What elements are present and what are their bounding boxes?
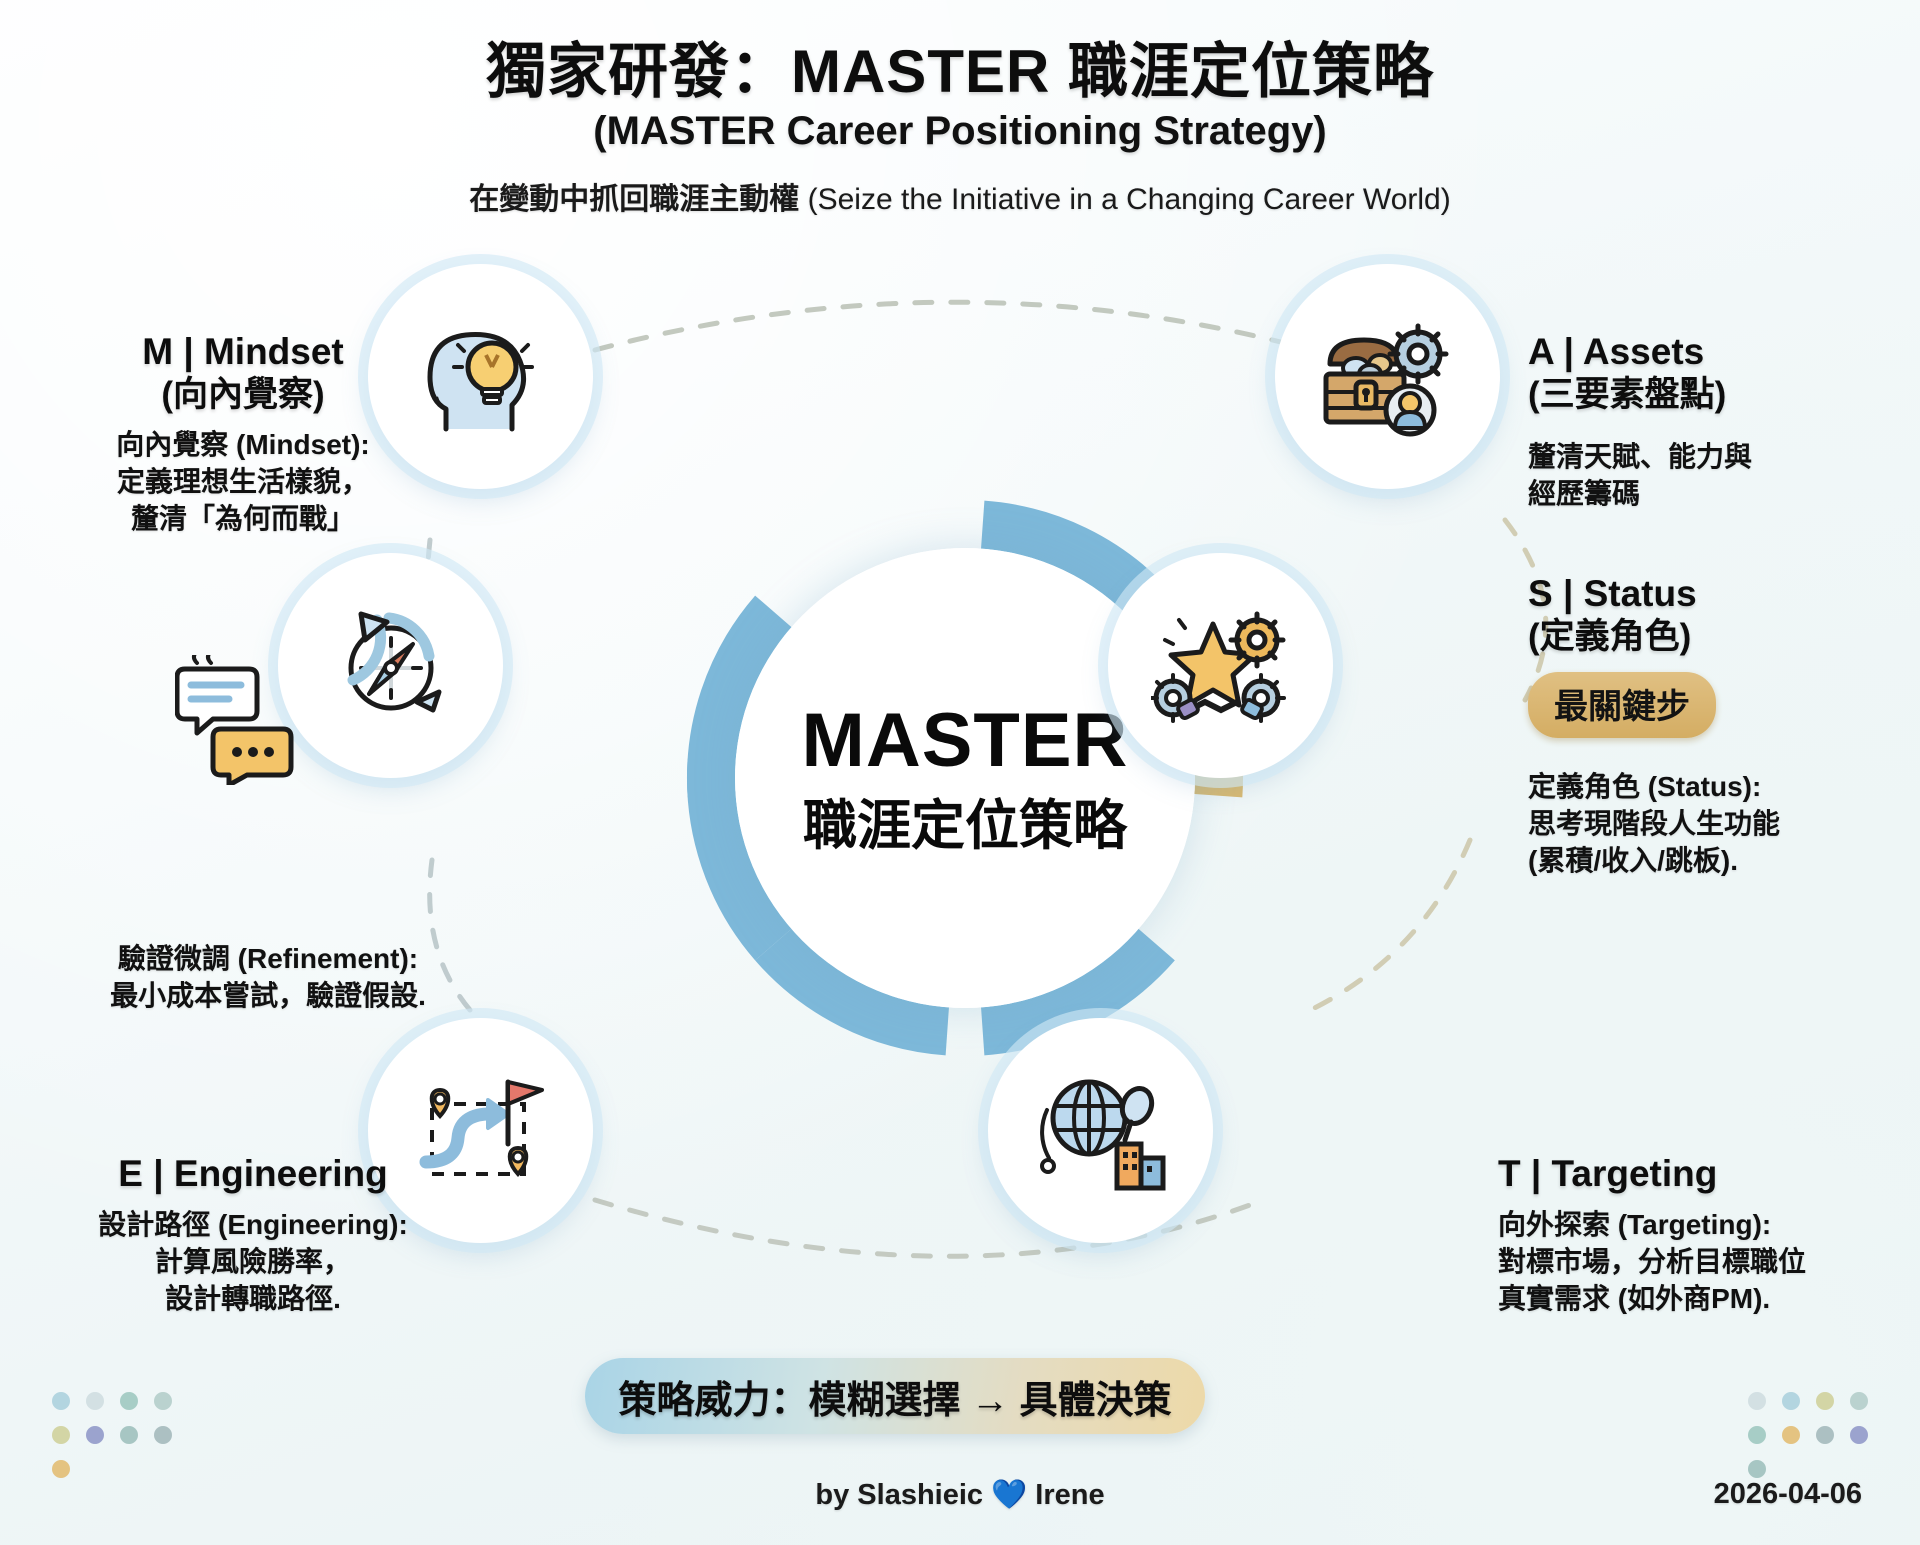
decor-dot	[1850, 1392, 1868, 1410]
decor-dot	[1748, 1426, 1766, 1444]
decor-dot	[120, 1392, 138, 1410]
text-targeting: T | Targeting 向外探索 (Targeting): 對標市場，分析目…	[1498, 1152, 1918, 1317]
targeting-heading: T | Targeting	[1498, 1153, 1718, 1194]
decor-dot	[120, 1426, 138, 1444]
decor-dot	[86, 1426, 104, 1444]
engineering-body: 設計路徑 (Engineering): 計算風險勝率， 設計轉職路徑.	[98, 1208, 408, 1315]
decor-dot	[1748, 1460, 1766, 1478]
assets-heading: A | Assets	[1528, 331, 1705, 372]
heart-icon: 💙	[991, 1479, 1028, 1511]
decor-dots-left	[52, 1392, 172, 1478]
text-mindset: M | Mindset (向內覺察) 向內覺察 (Mindset): 定義理想生…	[48, 330, 438, 537]
status-badge: 最關鍵步	[1528, 671, 1716, 738]
text-status: S | Status (定義角色) 最關鍵步 定義角色 (Status): 思考…	[1528, 572, 1920, 879]
node-refinement[interactable]	[278, 553, 503, 778]
node-engineering[interactable]	[368, 1018, 593, 1243]
text-engineering: E | Engineering 設計路徑 (Engineering): 計算風險…	[18, 1152, 488, 1317]
strategy-banner: 策略威力：模糊選擇 → 具體決策	[585, 1358, 1205, 1434]
assets-body: 釐清天賦、能力與 經歷籌碼	[1528, 440, 1753, 509]
engineering-heading: E | Engineering	[118, 1153, 388, 1194]
text-refinement: 驗證微調 (Refinement): 最小成本嘗試，驗證假設.	[28, 940, 508, 1014]
decor-dots-right	[1748, 1392, 1868, 1478]
star-gears-handshake-icon	[1150, 611, 1286, 723]
compass-refresh-icon	[347, 611, 441, 713]
decor-dot	[154, 1392, 172, 1410]
targeting-body: 向外探索 (Targeting): 對標市場，分析目標職位 真實需求 (如外商P…	[1498, 1208, 1807, 1315]
page-title-zh: 獨家研發：MASTER 職涯定位策略	[486, 38, 1434, 105]
decor-dot	[154, 1426, 172, 1444]
node-status[interactable]	[1108, 553, 1333, 778]
decor-dot	[1816, 1392, 1834, 1410]
credit-suffix: Irene	[1027, 1479, 1105, 1511]
route-flag-icon	[419, 1079, 544, 1177]
status-heading-zh: (定義角色)	[1528, 616, 1692, 656]
decor-dot	[1816, 1426, 1834, 1444]
page-tagline: 在變動中抓回職涯主動權 (Seize the Initiative in a C…	[0, 174, 1920, 218]
assets-heading-zh: (三要素盤點)	[1528, 374, 1727, 414]
credit-prefix: by Slashieic	[815, 1479, 992, 1511]
node-mindset[interactable]	[368, 264, 593, 489]
hub-subtitle: 職涯定位策略	[803, 796, 1127, 856]
globe-city-icon	[1039, 1079, 1165, 1190]
status-heading: S | Status	[1528, 573, 1697, 614]
status-body: 定義角色 (Status): 思考現階段人生功能 (累積/收入/跳板).	[1528, 770, 1781, 877]
page-header: 獨家研發：MASTER 職涯定位策略 (MASTER Career Positi…	[0, 38, 1920, 218]
decor-dot	[52, 1426, 70, 1444]
chat-bubbles-icon	[175, 655, 294, 785]
mindset-heading-zh: (向內覺察)	[161, 374, 325, 414]
tagline-zh: 在變動中抓回職涯主動權	[469, 183, 800, 217]
decor-dot	[86, 1392, 104, 1410]
strategy-banner-text: 策略威力：模糊選擇 → 具體決策	[618, 1379, 1172, 1422]
decor-dot	[1748, 1392, 1766, 1410]
credit-line: by Slashieic 💙 Irene	[0, 1478, 1920, 1512]
decor-dot	[52, 1392, 70, 1410]
head-lightbulb-icon	[427, 331, 534, 431]
date-stamp: 2026-04-06	[1713, 1478, 1862, 1510]
mindset-body: 向內覺察 (Mindset): 定義理想生活樣貌， 釐清「為何而戰」	[116, 428, 370, 535]
page-title-en: (MASTER Career Positioning Strategy)	[593, 109, 1327, 154]
decor-dot	[52, 1460, 70, 1478]
node-targeting[interactable]	[988, 1018, 1213, 1243]
decor-dot	[1782, 1392, 1800, 1410]
tagline-en: (Seize the Initiative in a Changing Care…	[799, 183, 1451, 217]
master-wheel: MASTER 職涯定位策略	[585, 398, 1345, 1158]
treasure-chest-icon	[1323, 323, 1448, 436]
refinement-body: 驗證微調 (Refinement): 最小成本嘗試，驗證假設.	[110, 943, 426, 1012]
decor-dot	[1850, 1426, 1868, 1444]
text-assets: A | Assets (三要素盤點) 釐清天賦、能力與 經歷籌碼	[1528, 330, 1920, 512]
decor-dot	[1782, 1426, 1800, 1444]
node-assets[interactable]	[1275, 264, 1500, 489]
mindset-heading: M | Mindset	[142, 331, 344, 372]
hub-acronym: MASTER	[801, 698, 1129, 783]
